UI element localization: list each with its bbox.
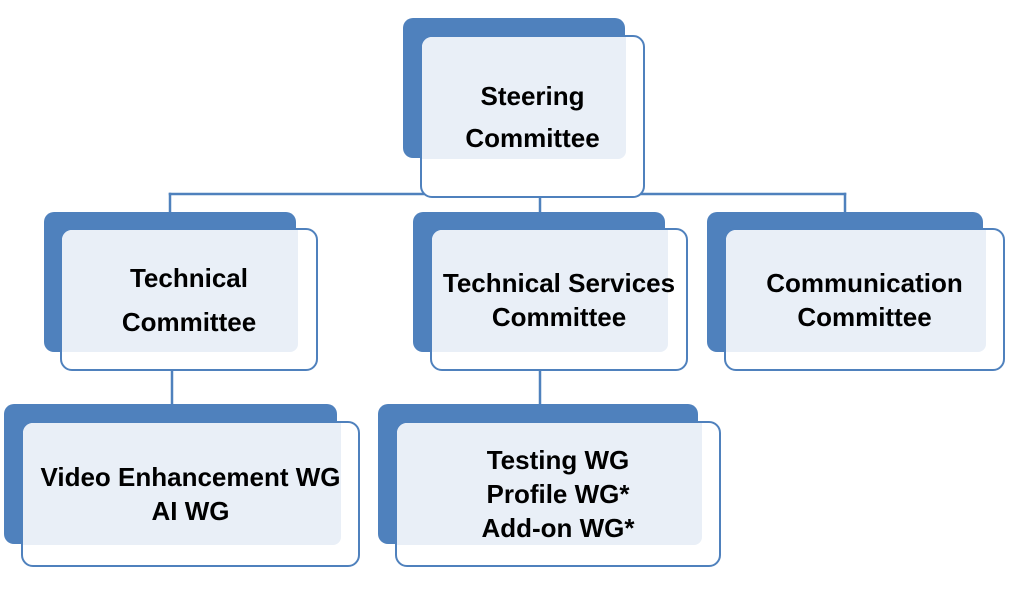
technical-label-line2: Committee bbox=[121, 306, 257, 337]
add-on-wg-label: Add-on WG* bbox=[481, 513, 635, 543]
communication-committee-node: Communication Committee bbox=[707, 212, 1024, 372]
node-box: Technical Committee bbox=[60, 228, 318, 371]
node-box: Technical Services Committee bbox=[430, 228, 688, 371]
technical-services-label-line1: Technical Services bbox=[442, 267, 676, 298]
node-box: Communication Committee bbox=[724, 228, 1005, 371]
communication-label-line1: Communication bbox=[766, 267, 963, 298]
steering-label-line1: Steering bbox=[480, 80, 585, 111]
node-box: Steering Committee bbox=[420, 35, 645, 198]
ai-wg-label: AI WG bbox=[151, 496, 230, 526]
technical-services-working-groups-node: Testing WG Profile WG* Add-on WG* bbox=[378, 404, 721, 567]
technical-committee-node: Technical Committee bbox=[44, 212, 318, 372]
profile-wg-label: Profile WG* bbox=[486, 479, 630, 509]
node-label: Steering Committee bbox=[422, 37, 643, 196]
steering-committee-node: Steering Committee bbox=[403, 18, 645, 200]
steering-label-line2: Committee bbox=[465, 122, 600, 153]
technical-label-line1: Technical bbox=[129, 262, 248, 293]
node-label: Communication Committee bbox=[726, 230, 1003, 369]
node-box: Video Enhancement WG AI WG bbox=[21, 421, 360, 567]
video-enhancement-wg-label: Video Enhancement WG bbox=[40, 462, 341, 492]
testing-wg-label: Testing WG bbox=[486, 445, 630, 475]
node-box: Testing WG Profile WG* Add-on WG* bbox=[395, 421, 721, 567]
technical-services-committee-node: Technical Services Committee bbox=[413, 212, 688, 372]
node-label: Video Enhancement WG AI WG bbox=[23, 423, 358, 565]
technical-committee-working-groups-node: Video Enhancement WG AI WG bbox=[4, 404, 360, 567]
node-label: Technical Services Committee bbox=[432, 230, 686, 369]
communication-label-line2: Committee bbox=[797, 301, 932, 332]
node-label: Technical Committee bbox=[62, 230, 316, 369]
node-label: Testing WG Profile WG* Add-on WG* bbox=[397, 423, 719, 565]
technical-services-label-line2: Committee bbox=[491, 301, 627, 332]
